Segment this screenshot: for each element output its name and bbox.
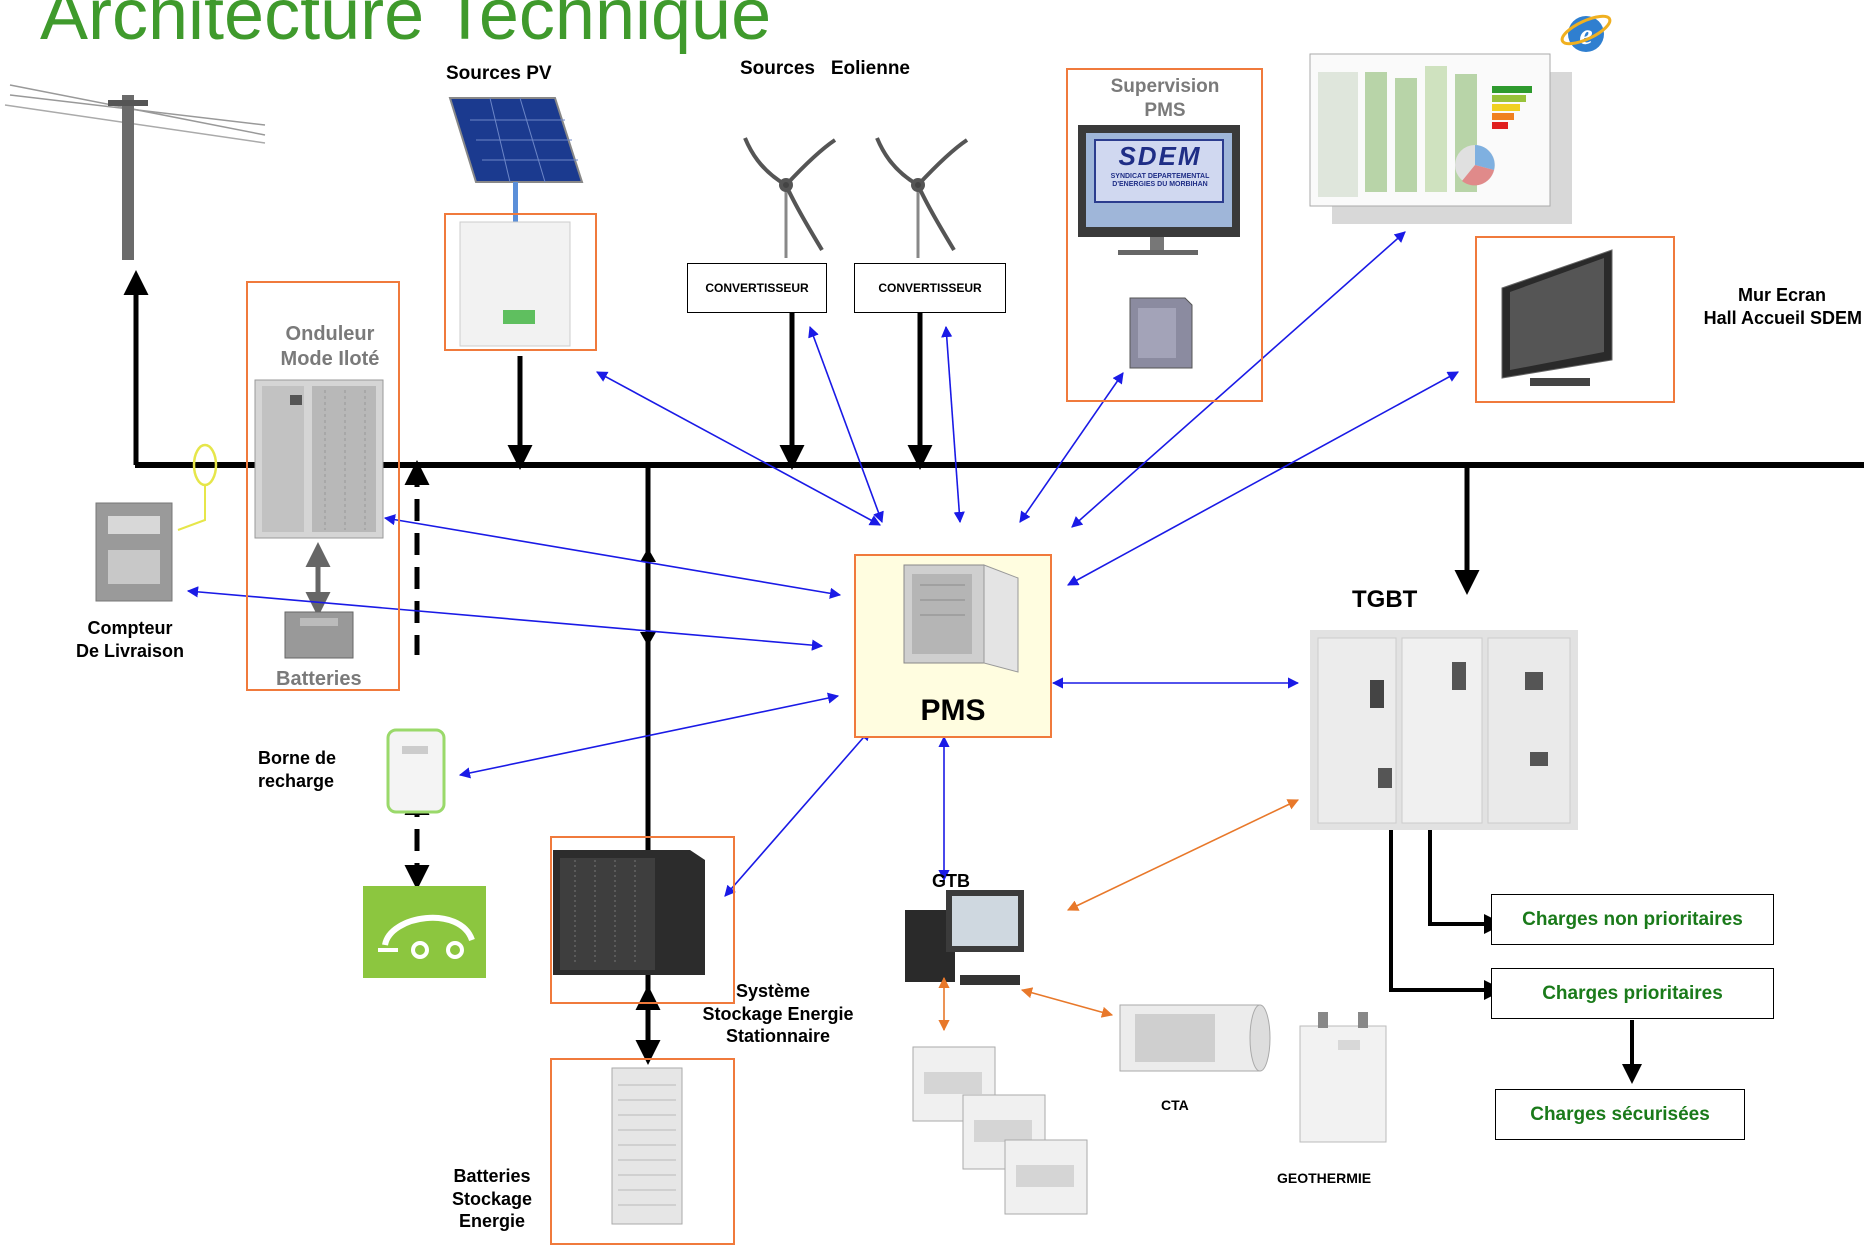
geothermie-label: GEOTHERMIE [1277,1170,1372,1186]
solar-panel-icon [448,97,584,222]
pv-inverter-icon [459,221,571,347]
sdem-logo-text: SDEM [1118,141,1202,171]
supervision-label-line2: PMS [1144,99,1186,121]
pms-label: PMS [920,694,986,727]
onduleur-line1: Onduleur [285,323,375,345]
compteur-label: Compteur De Livraison [60,617,200,662]
geothermal-unit-icon [1299,1012,1387,1143]
batteries-label: Batteries [276,668,362,690]
systeme-line3: Stationnaire [725,1026,831,1046]
storage-frame [550,836,735,1004]
borne-label: Borne de recharge [258,747,336,792]
delivery-meter-icon [95,502,173,602]
onduleur-line2: Mode Iloté [280,348,380,370]
systeme-line2: Stockage Energie [702,1003,854,1024]
charges-non-prioritaires-box: Charges non prioritaires [1491,894,1774,945]
pms-communication-links [186,231,1459,897]
sources-eolienne-label: Sources Eolienne [740,58,910,79]
sdem-logo-line2: D'ENERGIES DU MORBIHAN [1112,181,1208,189]
sdem-logo: SDEM SYNDICAT DEPARTEMENTAL D'ENERGIES D… [1098,140,1222,200]
compteur-line2: De Livraison [75,640,185,661]
power-pole-icon [4,84,266,260]
gtb-communication-links [938,799,1300,1032]
electric-car-icon [363,886,486,978]
web-dashboard-screenshot [1309,53,1572,224]
systeme-line1: Système [735,981,811,1001]
page-title: Architecture Technique [40,0,772,55]
mur-ecran-line1: Mur Ecran [1737,285,1826,305]
batteries-stockage-line3: Energie [458,1211,526,1231]
current-sensor-icon [177,443,218,531]
mur-ecran-line2: Hall Accueil SDEM [1703,307,1862,328]
charges-securisees-box: Charges sécurisées [1495,1089,1745,1140]
mur-ecran-frame [1475,236,1675,403]
mur-ecran-label: Mur Ecran Hall Accueil SDEM [1668,284,1864,329]
batteries-stockage-line2: Stockage [451,1188,533,1209]
inverter-cabinet-icon [254,379,384,539]
onduleur-label: Onduleur Mode Iloté [260,322,400,372]
io-module-icon [962,1094,1046,1170]
charges-prioritaires-box: Charges prioritaires [1491,968,1774,1019]
pv-inverter-frame [444,213,597,351]
ev-charger-icon [386,728,446,814]
supervision-label-line1: Supervision [1110,76,1220,97]
borne-line1: Borne de [258,748,337,768]
batteries-stockage-label: Batteries Stockage Energie [432,1165,552,1233]
sdem-logo-line1: SYNDICAT DEPARTEMENTAL [1110,172,1210,180]
cta-unit-icon [1119,1004,1271,1072]
wind-turbine-icon [743,137,837,258]
supervision-frame [1066,68,1263,402]
storage-rack-icon [553,850,705,975]
tv-screen-icon [1501,249,1613,386]
sources-pv-label: Sources PV [446,63,552,84]
gtb-computer-icon [905,890,1024,985]
tgbt-label: TGBT [1352,586,1418,613]
gtb-label: GTB [932,871,970,891]
cta-label: CTA [1161,1097,1189,1113]
batteries-stockage-line1: Batteries [453,1166,531,1186]
onduleur-frame [246,281,400,691]
supervision-monitor-icon [1078,125,1240,255]
svg-text:e: e [1579,18,1592,51]
wind-turbine-icon [875,137,969,258]
supervision-label: Supervision PMS [1090,75,1240,123]
systeme-label: Système Stockage Energie Stationnaire [678,980,878,1048]
convertisseur-2: CONVERTISSEUR [854,263,1006,313]
tgbt-switchboard-icon [1310,630,1578,830]
convertisseur-1: CONVERTISSEUR [687,263,827,313]
battery-rack-icon [611,1067,683,1225]
battery-storage-frame [550,1058,735,1245]
borne-line2: recharge [258,770,335,791]
io-module-icon [1004,1139,1088,1215]
internet-explorer-icon: e [1560,14,1612,52]
compteur-line1: Compteur [87,618,173,638]
